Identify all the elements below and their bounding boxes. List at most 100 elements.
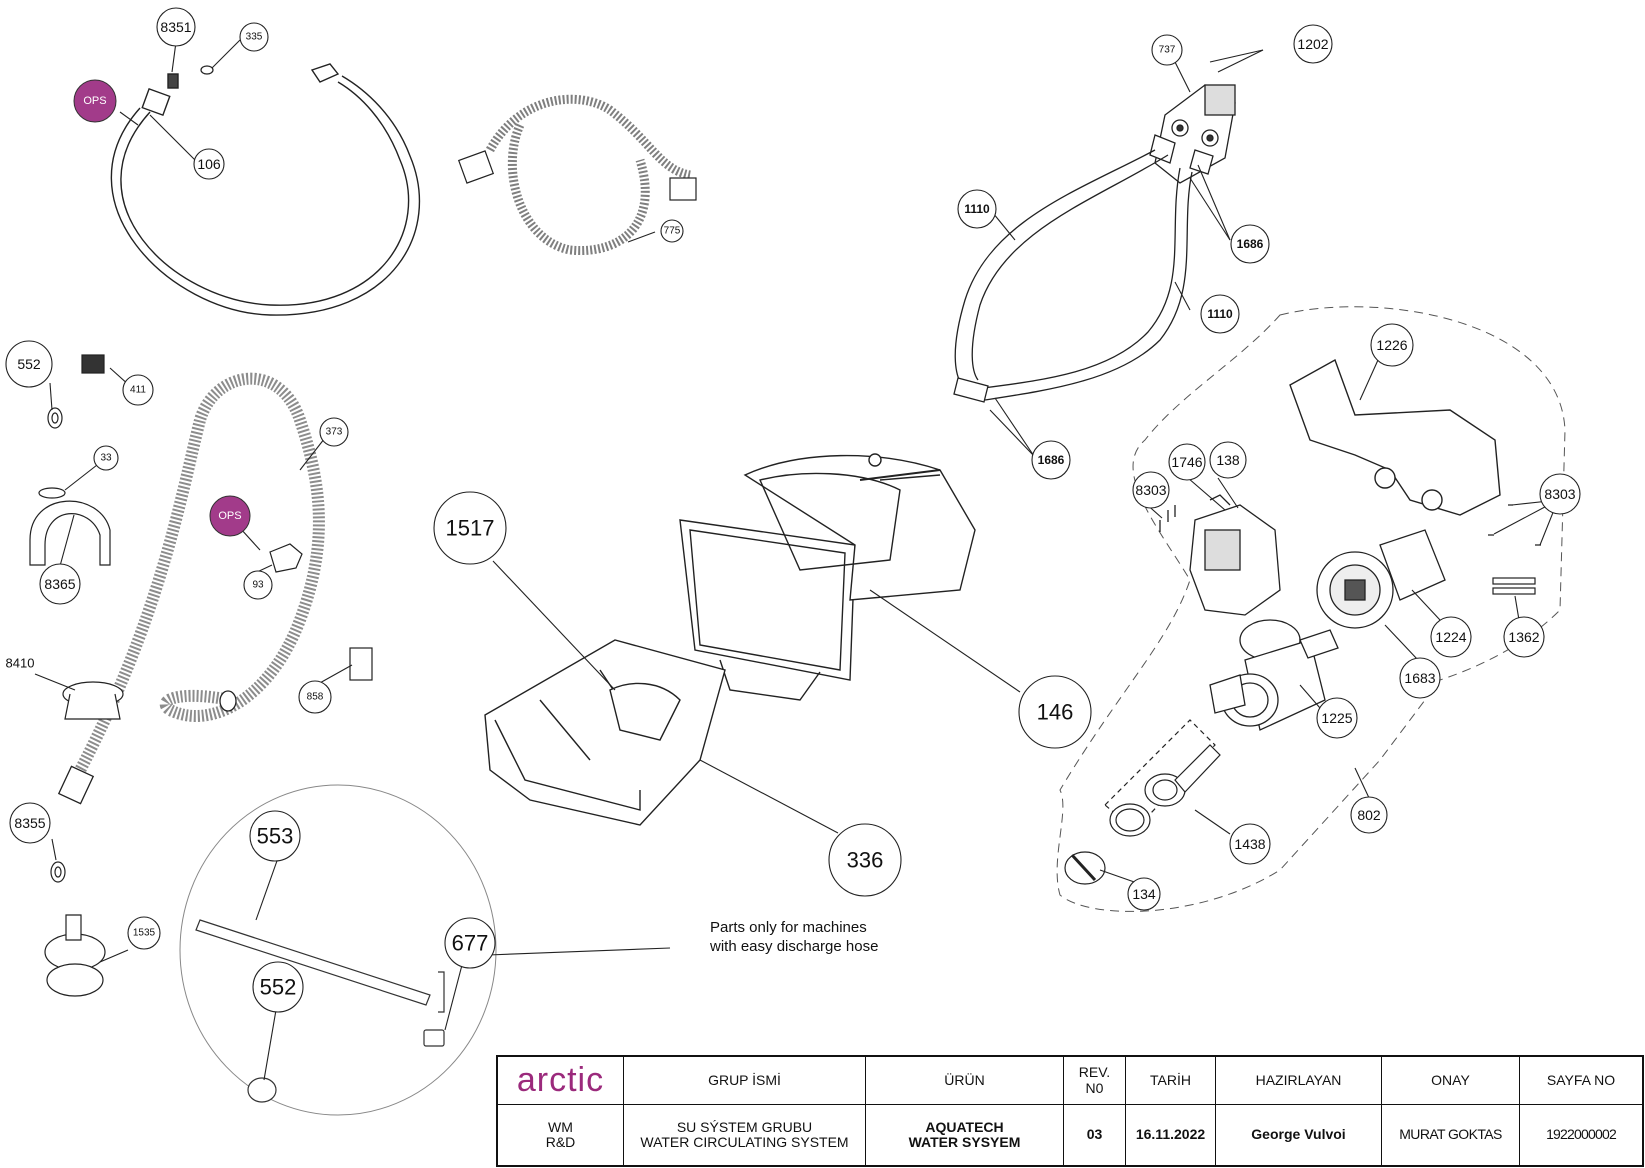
svg-text:1110: 1110 (964, 202, 990, 216)
callout-33: 33 (93, 445, 119, 471)
label-8410: 8410 (6, 656, 35, 671)
callout-552-a: 552 (5, 340, 53, 388)
callout-8303-a: 8303 (1132, 471, 1170, 509)
drawer-336 (484, 639, 726, 826)
svg-text:1362: 1362 (1508, 629, 1539, 645)
header-rev: REV. N0 (1064, 1057, 1126, 1105)
callout-1362: 1362 (1503, 616, 1545, 658)
bracket-1226 (1289, 358, 1501, 516)
callout-373: 373 (319, 417, 349, 447)
svg-text:1438: 1438 (1234, 836, 1265, 852)
value-group-name: SU SÝSTEM GRUBU WATER CIRCULATING SYSTEM (624, 1105, 866, 1165)
drawer-housing-146 (679, 453, 976, 701)
callout-1438: 1438 (1229, 823, 1271, 865)
svg-text:1202: 1202 (1297, 36, 1328, 52)
svg-text:8351: 8351 (160, 19, 191, 35)
svg-text:775: 775 (664, 226, 681, 237)
header-prepared-by: HAZIRLAYAN (1216, 1057, 1382, 1105)
callout-134: 134 (1127, 877, 1161, 911)
header-page-no: SAYFA NO (1520, 1057, 1642, 1105)
callout-1224: 1224 (1430, 616, 1472, 658)
callout-858: 858 (298, 680, 332, 714)
callout-1683: 1683 (1399, 657, 1441, 699)
callout-737: 737 (1151, 34, 1183, 66)
value-product: AQUATECH WATER SYSYEM (866, 1105, 1064, 1165)
value-rev: 03 (1064, 1105, 1126, 1165)
header-date: TARİH (1126, 1057, 1216, 1105)
callout-106: 106 (193, 148, 225, 180)
clip-1362 (1492, 577, 1536, 595)
value-page-no: 1922000002 (1546, 1126, 1617, 1143)
callout-8351: 8351 (156, 7, 196, 47)
callout-552-b: 552 (252, 961, 304, 1013)
svg-text:8365: 8365 (44, 576, 75, 592)
svg-text:1224: 1224 (1435, 629, 1466, 645)
callout-553: 553 (249, 810, 301, 862)
callout-411: 411 (122, 374, 154, 406)
svg-text:1226: 1226 (1376, 337, 1407, 353)
svg-text:552: 552 (17, 356, 41, 372)
header-approval: ONAY (1382, 1057, 1520, 1105)
svg-text:1683: 1683 (1404, 670, 1435, 686)
callout-1110-b: 1110 (1200, 294, 1240, 334)
callout-8365: 8365 (39, 563, 81, 605)
callout-335: 335 (239, 22, 269, 52)
svg-text:553: 553 (257, 824, 294, 849)
value-dept: WM R&D (498, 1105, 624, 1165)
pump-138 (1189, 494, 1281, 616)
svg-text:93: 93 (252, 580, 264, 591)
hoses-1110 (953, 149, 1193, 403)
svg-text:411: 411 (130, 385, 146, 396)
discharge-tube-553 (195, 919, 445, 1103)
ops-badge-mid: OPS (209, 495, 251, 537)
note-line-2: with easy discharge hose (709, 938, 878, 955)
callout-1686-b: 1686 (1031, 440, 1071, 480)
svg-text:106: 106 (197, 156, 221, 172)
svg-text:33: 33 (100, 453, 112, 464)
svg-text:336: 336 (847, 848, 884, 873)
drain-hose-373 (69, 372, 325, 783)
brand-logo-cell: arctic (498, 1057, 624, 1105)
callout-1686-a: 1686 (1230, 224, 1270, 264)
callout-93: 93 (243, 570, 273, 600)
filter-parts-1438 (1064, 719, 1221, 885)
svg-text:8355: 8355 (14, 815, 45, 831)
callout-1226: 1226 (1370, 323, 1414, 367)
svg-text:8303: 8303 (1544, 486, 1575, 502)
svg-text:OPS: OPS (83, 95, 106, 107)
corrugated-hose-775 (486, 94, 692, 256)
inlet-hose-106 (110, 63, 420, 316)
value-approval: MURAT GOKTAS (1382, 1105, 1520, 1165)
svg-text:1535: 1535 (133, 928, 156, 939)
callout-1517: 1517 (433, 491, 507, 565)
svg-text:1686: 1686 (1237, 237, 1264, 251)
svg-text:1517: 1517 (446, 516, 495, 541)
pump-assembly-boundary-802 (1056, 306, 1566, 912)
optional-parts-boundary (179, 784, 497, 1116)
callout-138: 138 (1209, 441, 1247, 479)
callout-group: 8351 335 106 775 737 1202 1110 1686 1110… (5, 7, 1581, 1013)
svg-text:146: 146 (1037, 700, 1074, 725)
callout-1110-a: 1110 (957, 189, 997, 229)
svg-text:1686: 1686 (1038, 453, 1065, 467)
svg-text:858: 858 (307, 692, 324, 703)
callout-336: 336 (828, 823, 902, 897)
pump-1224 (1316, 529, 1446, 629)
svg-text:677: 677 (452, 931, 489, 956)
callout-677: 677 (444, 917, 496, 969)
svg-text:802: 802 (1357, 807, 1381, 823)
brand-logo: arctic (516, 1060, 605, 1099)
callout-1746: 1746 (1168, 443, 1206, 481)
ops-badge-top: OPS (73, 79, 117, 123)
svg-text:1110: 1110 (1207, 307, 1233, 321)
title-block: arctic GRUP İSMİ ÜRÜN REV. N0 TARİH HAZI… (496, 1055, 1644, 1167)
header-group-name: GRUP İSMİ (624, 1057, 866, 1105)
callout-1225: 1225 (1316, 697, 1358, 739)
svg-text:552: 552 (260, 975, 297, 1000)
svg-text:134: 134 (1132, 886, 1156, 902)
svg-text:1746: 1746 (1171, 454, 1202, 470)
value-prepared-by: George Vulvoi (1216, 1105, 1382, 1165)
callout-802: 802 (1350, 796, 1388, 834)
callout-1535: 1535 (127, 916, 161, 950)
